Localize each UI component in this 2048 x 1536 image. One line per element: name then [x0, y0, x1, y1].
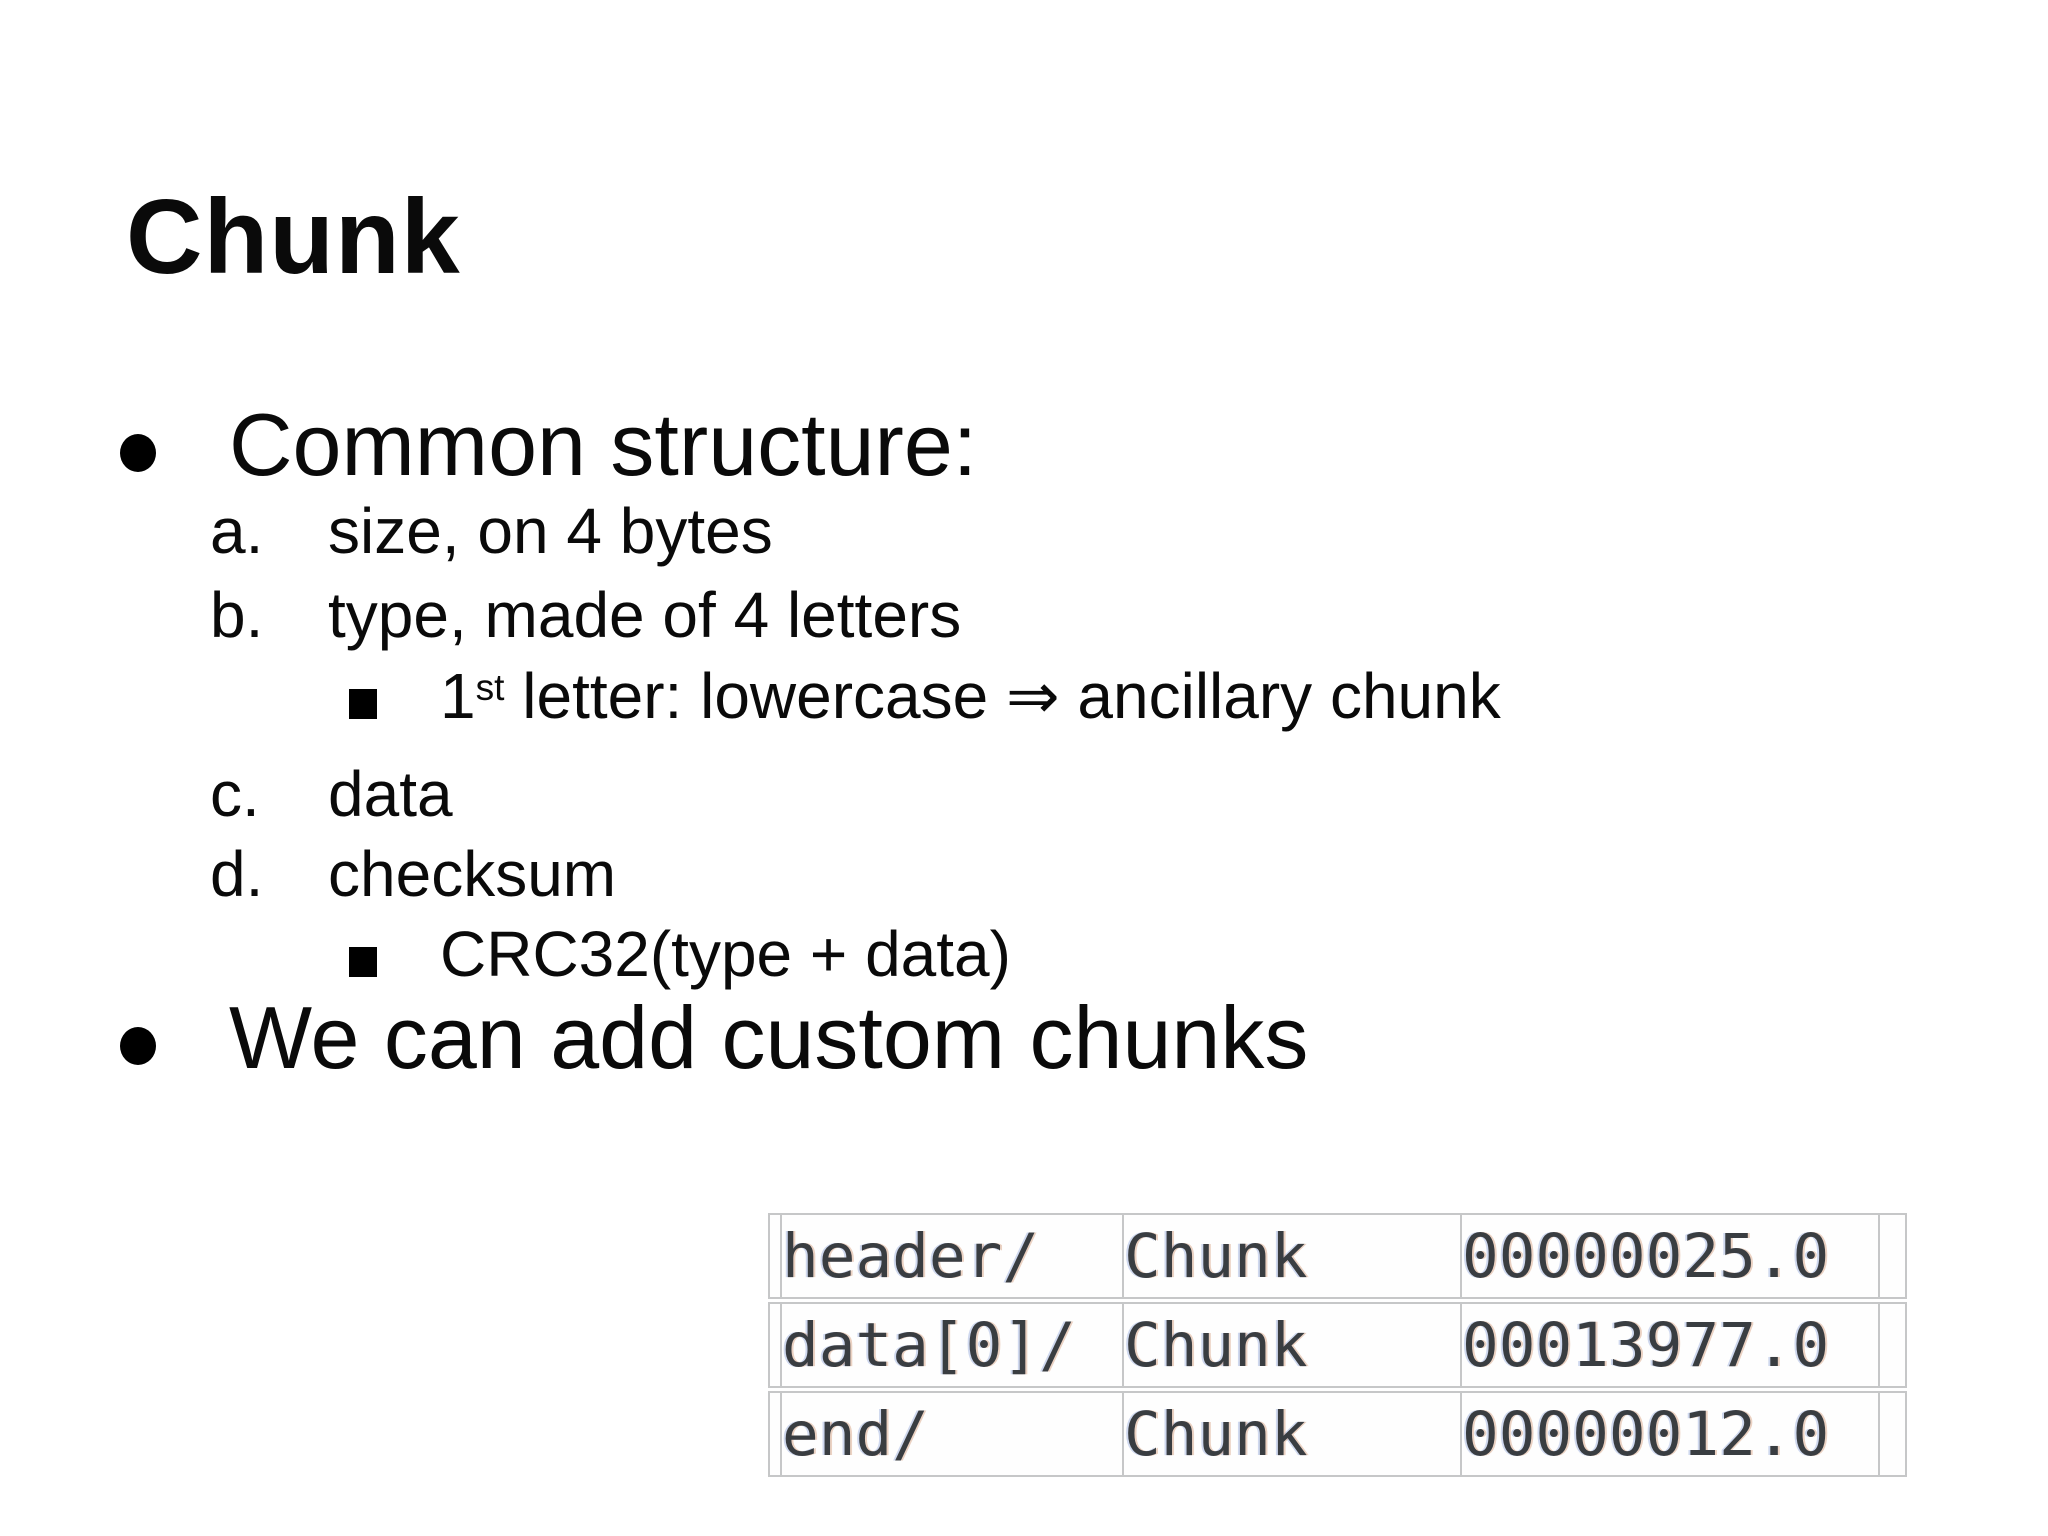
chunk-table: header/ Chunk 00000025.0 data[0]/ Chunk …: [768, 1210, 1907, 1480]
table-row: end/ Chunk 00000012.0: [768, 1391, 1907, 1477]
table-row: header/ Chunk 00000025.0: [768, 1213, 1907, 1299]
bullet-square-icon: [349, 947, 377, 977]
list-item-text: data: [328, 758, 453, 830]
list-item-text: type, made of 4 letters: [328, 579, 962, 651]
table-cell-left-sliver: [768, 1391, 780, 1477]
table-cell-name: end/: [780, 1391, 1122, 1477]
bullet-dot-icon: [120, 434, 156, 472]
bullet-square-icon: [349, 689, 377, 719]
list-marker: a.: [210, 495, 264, 567]
bullet-dot-icon: [120, 1027, 156, 1065]
table-cell-type: Chunk: [1122, 1302, 1460, 1388]
table-cell-type: Chunk: [1122, 1213, 1460, 1299]
table-cell-right-sliver: [1878, 1302, 1907, 1388]
list-marker: d.: [210, 838, 264, 910]
table-cell-name: header/: [780, 1213, 1122, 1299]
table-row: data[0]/ Chunk 00013977.0: [768, 1302, 1907, 1388]
table-cell-right-sliver: [1878, 1213, 1907, 1299]
sub-bullet-text: 1st letter: lowercase ⇒ ancillary chunk: [440, 664, 1501, 728]
list-marker: c.: [210, 758, 260, 830]
bullet-text: Common structure:: [229, 395, 978, 494]
slide-title: Chunk: [126, 178, 461, 296]
table-cell-value: 00013977.0: [1460, 1302, 1878, 1388]
table-cell-name: data[0]/: [780, 1302, 1122, 1388]
bullet-text: We can add custom chunks: [229, 988, 1309, 1087]
list-marker: b.: [210, 579, 264, 651]
sub-bullet-text-rest: letter: lowercase ⇒ ancillary chunk: [504, 660, 1501, 732]
list-item-text: size, on 4 bytes: [328, 495, 773, 567]
table-cell-left-sliver: [768, 1213, 780, 1299]
ordinal-number: 1: [440, 660, 476, 732]
table-cell-value: 00000025.0: [1460, 1213, 1878, 1299]
table-cell-left-sliver: [768, 1302, 780, 1388]
table-cell-right-sliver: [1878, 1391, 1907, 1477]
table-cell-type: Chunk: [1122, 1391, 1460, 1477]
sub-bullet-text: CRC32(type + data): [440, 918, 1011, 990]
list-item-text: checksum: [328, 838, 617, 910]
table-cell-value: 00000012.0: [1460, 1391, 1878, 1477]
ordinal-suffix: st: [475, 666, 505, 709]
